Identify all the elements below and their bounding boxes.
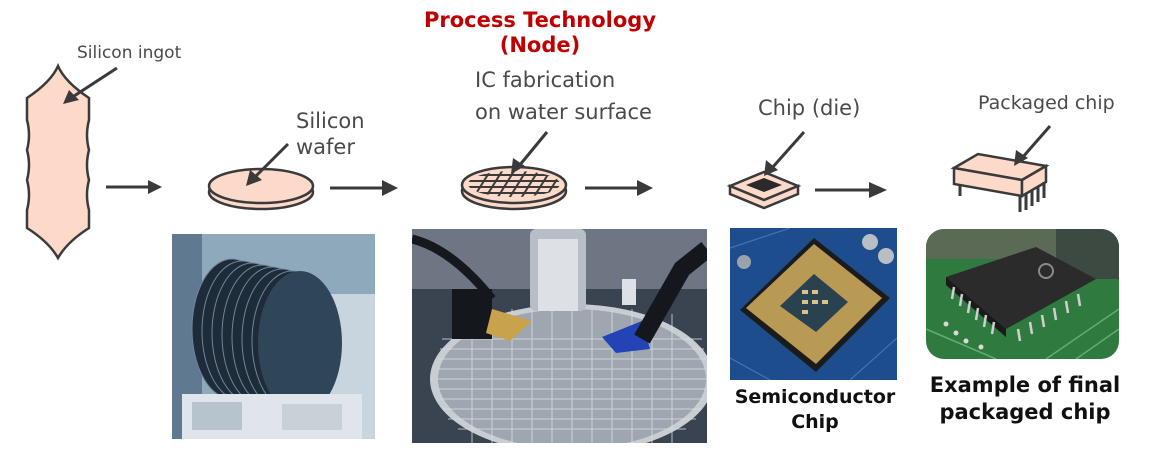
packaged-label: Packaged chip [978,92,1115,114]
flow-arrow-1 [106,180,162,194]
probe-station-illustration [412,229,707,443]
flow-arrow-4 [815,182,887,198]
fabrication-label-line-1: IC fabrication [475,68,616,92]
title-line-1: Process Technology [423,8,657,32]
photo-probe-station [412,229,707,443]
silicon-ingot-icon [25,62,91,261]
semiconductor-caption-line-1: Semiconductor [734,386,896,408]
photo-pcb-chip [926,229,1119,359]
wafer-label-line-2: wafer [296,135,355,160]
photo-wafer-stack [172,234,375,439]
wafer-stack-illustration [172,234,375,439]
diagram-title: Process Technology (Node) [400,8,680,58]
wafer-label-line-1: Silicon [296,109,365,133]
silicon-wafer-icon [207,167,315,211]
fabrication-label-line-2: on water surface [475,100,652,124]
flow-arrow-2 [330,180,398,196]
pcb-chip-illustration [926,229,1119,359]
packaged-pointer-arrow [1014,125,1052,166]
semiconductor-caption-line-2: Chip [791,410,839,433]
die-pointer-arrow [764,131,806,176]
wafer-label: Silicon wafer [296,108,365,161]
wafer-pointer-arrow [246,142,290,186]
packaged-chip-icon [950,152,1050,212]
die-label: Chip (die) [758,96,861,120]
packaged-caption-line-2: packaged chip [939,400,1111,425]
photo-cpu-socket [730,228,897,380]
packaged-caption-line-1: Example of final [929,373,1121,397]
flow-arrow-3 [585,180,653,196]
title-line-2: (Node) [499,33,581,58]
cpu-socket-illustration [730,228,897,380]
ingot-label: Silicon ingot [77,43,182,63]
fabrication-label: IC fabrication on water surface [475,64,652,128]
chip-die-icon [726,170,802,210]
patterned-wafer-icon [460,165,568,211]
semiconductor-chip-caption: Semiconductor Chip [722,385,908,434]
fabrication-pointer-arrow [511,131,549,174]
ingot-pointer-arrow [63,66,118,104]
packaged-chip-caption: Example of final packaged chip [918,372,1132,427]
